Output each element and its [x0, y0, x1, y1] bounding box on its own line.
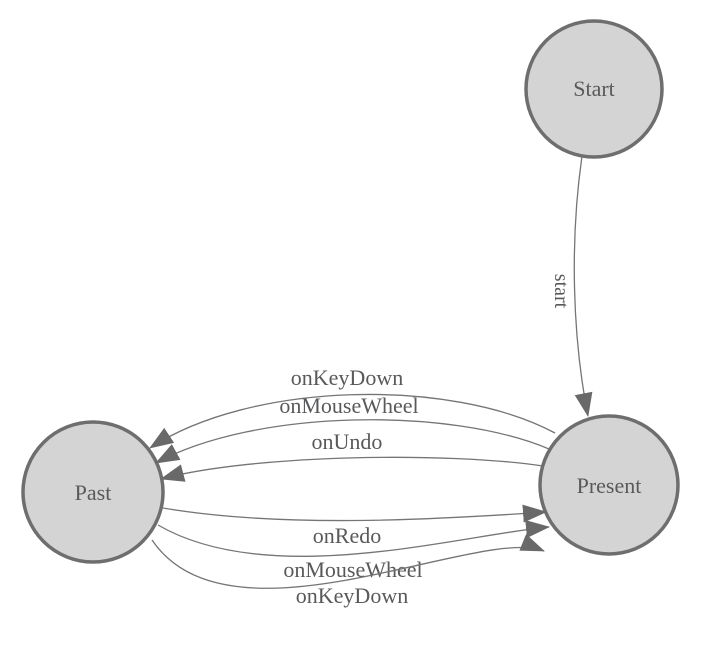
edge-start-to-present-path [573, 155, 593, 417]
edge-label-onkeydown-bottom: onKeyDown [296, 583, 408, 608]
node-present: Present [538, 414, 680, 556]
node-present-label: Present [577, 473, 642, 498]
node-past-circle [21, 420, 165, 564]
edge-onredo-path [162, 504, 547, 523]
node-start: Start [524, 19, 664, 159]
edge-past-to-present-onredo: onRedo [162, 504, 547, 548]
edge-label-onundo: onUndo [312, 429, 383, 454]
edge-present-to-past-onmousewheel: onMouseWheel [155, 393, 550, 464]
edge-onkeydown-bottom-path [151, 534, 545, 589]
edge-label-start: start [550, 274, 572, 309]
node-present-circle [538, 414, 680, 556]
edge-onmousewheel-top-path [155, 419, 550, 464]
node-start-label: Start [573, 76, 615, 101]
edge-start-to-present: start [550, 155, 593, 417]
edge-present-to-past-onkeydown: onKeyDown [149, 365, 556, 449]
edge-label-onmousewheel-top: onMouseWheel [279, 393, 418, 418]
node-past-label: Past [75, 480, 112, 505]
edge-onkeydown-top-path [149, 393, 556, 449]
node-start-circle [524, 19, 664, 159]
edge-onundo-path [160, 456, 544, 482]
edge-past-to-present-onkeydown: onKeyDown [151, 534, 545, 608]
edge-label-onredo: onRedo [313, 523, 381, 548]
edge-present-to-past-onundo: onUndo [160, 429, 544, 482]
node-past: Past [21, 420, 165, 564]
edge-label-onkeydown-top: onKeyDown [291, 365, 403, 390]
edge-onmousewheel-bottom-path [157, 520, 550, 557]
